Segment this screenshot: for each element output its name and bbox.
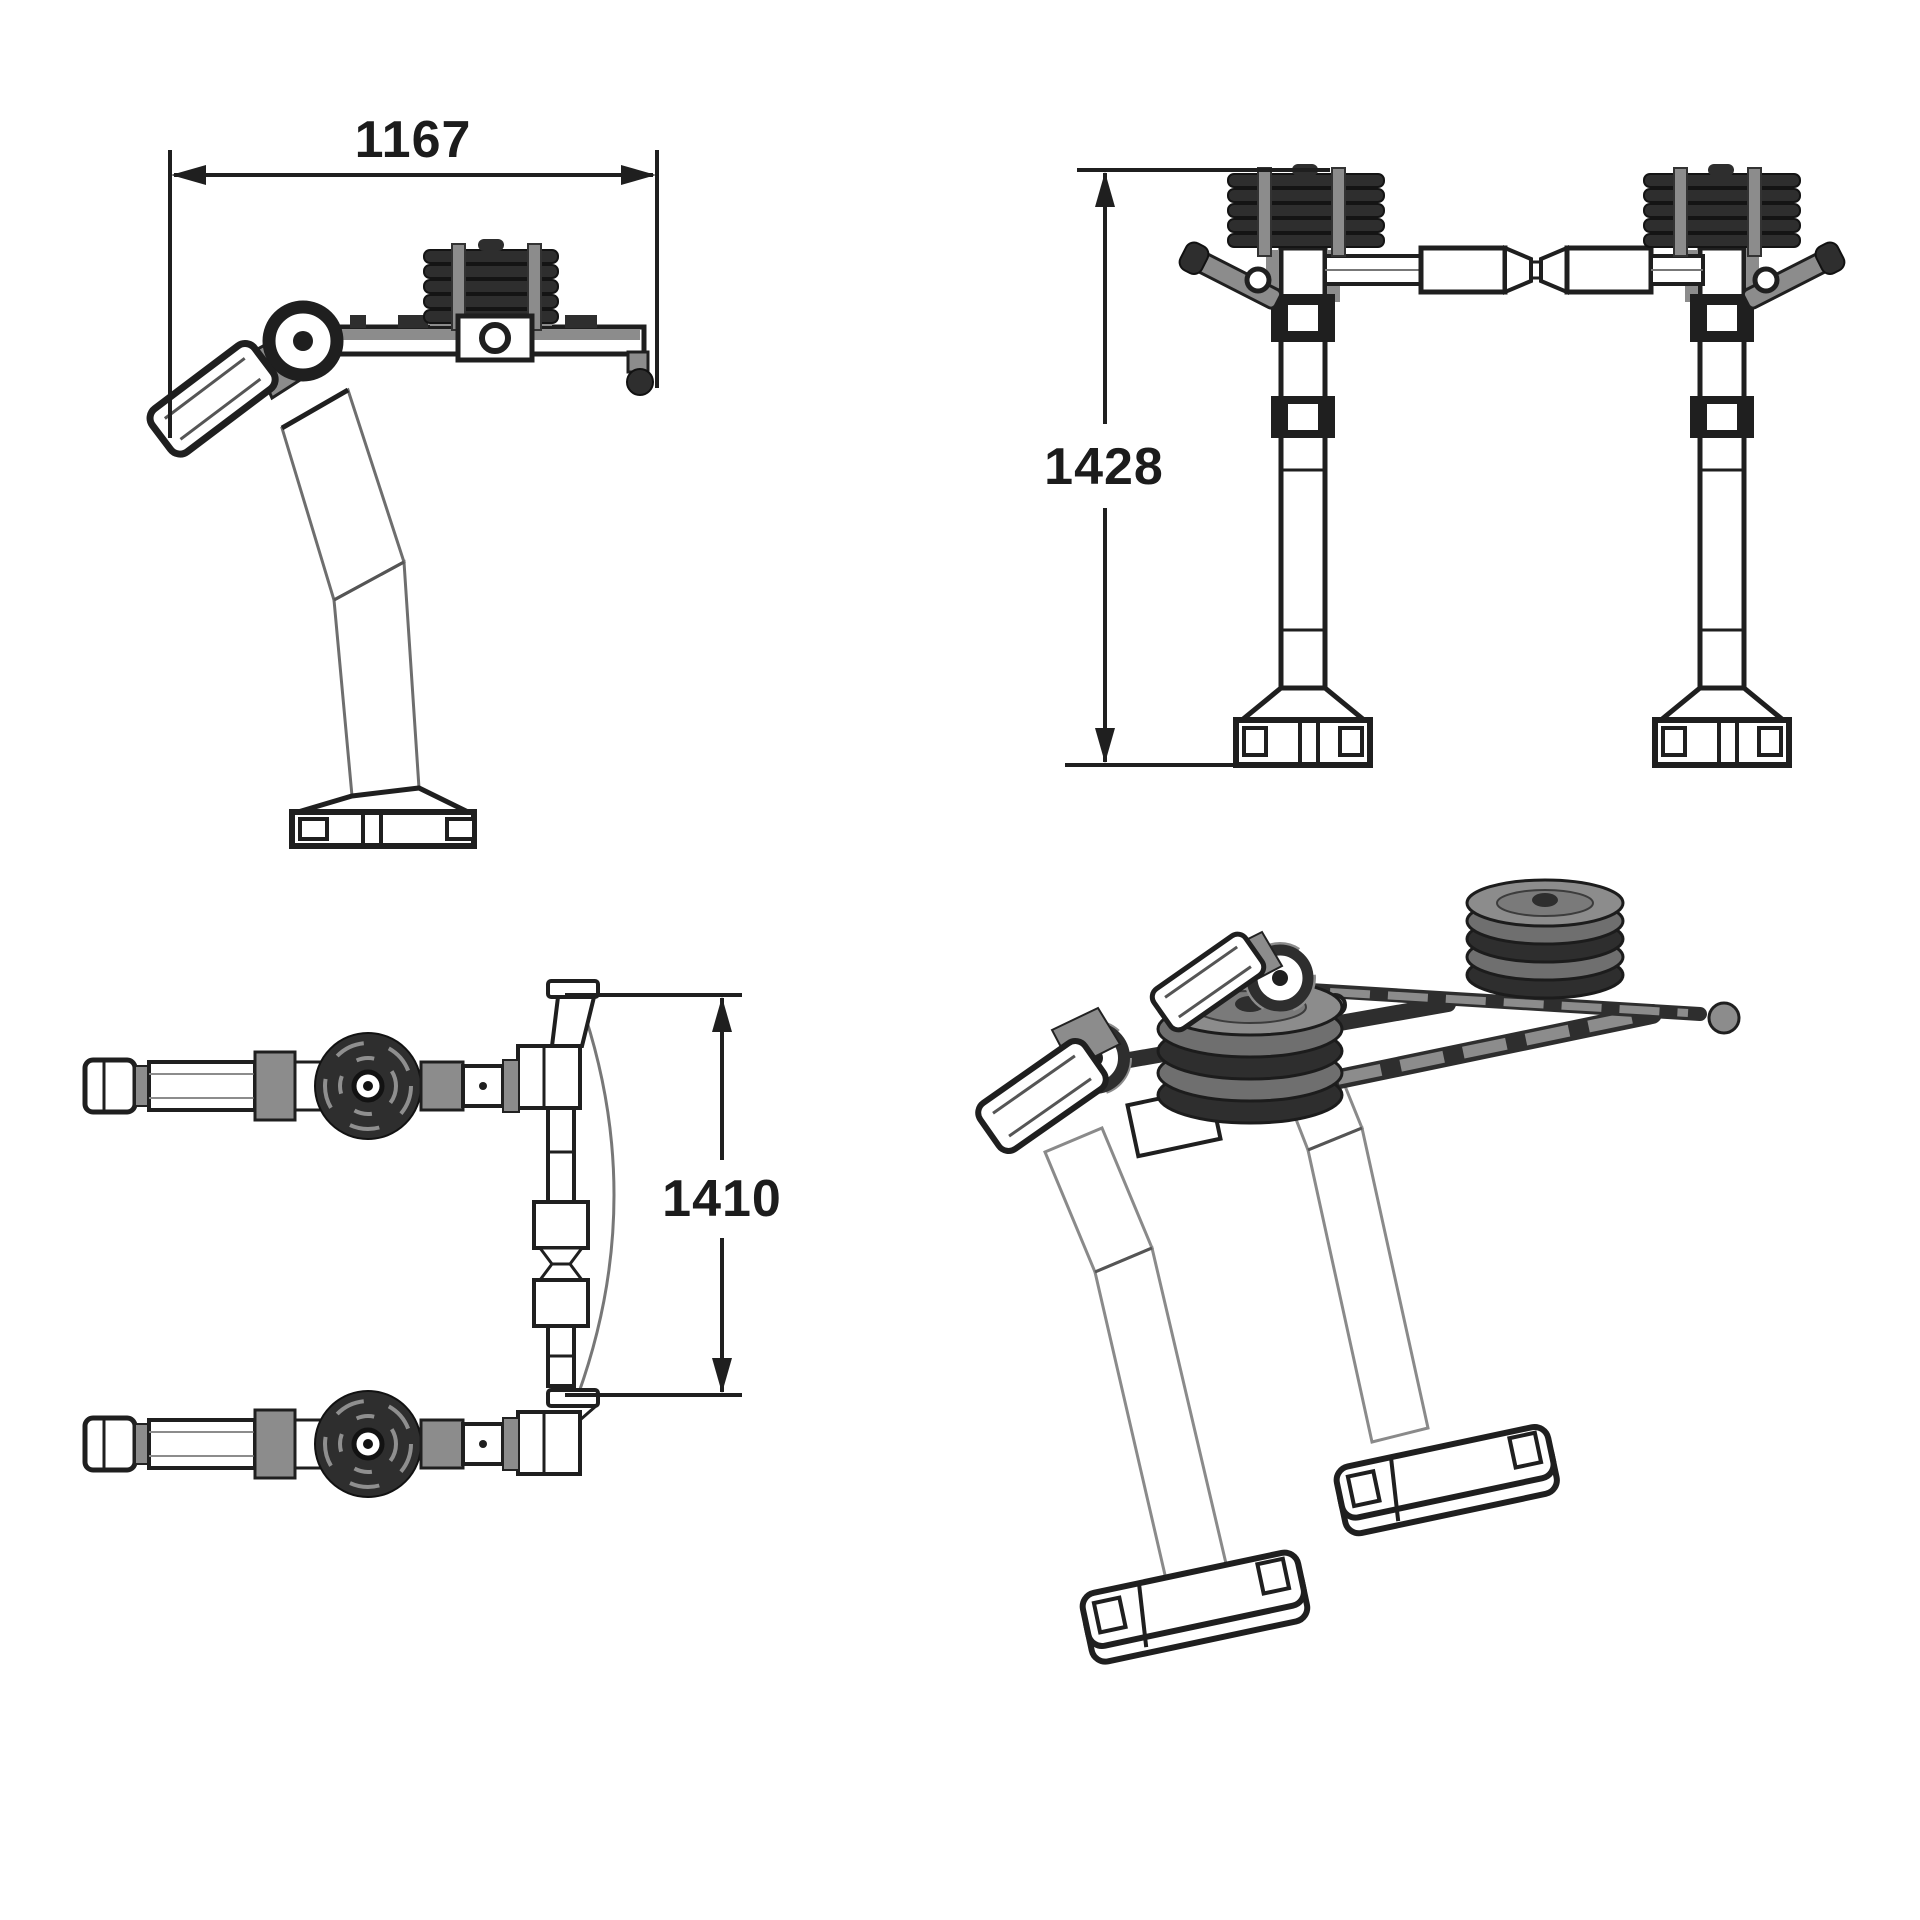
front-view-left-handle [1178,241,1283,310]
side-view: 1167 [146,111,659,849]
front-view-right-weight-stack [1643,164,1801,257]
front-dimension-text: 1428 [1044,438,1164,496]
front-view-right-base [1652,685,1792,768]
isometric-left-base [1079,1549,1311,1665]
isometric-right-weight-stack [1465,878,1625,1000]
side-view-pivot-wheel [262,300,344,382]
side-dimension-text: 1167 [355,111,472,169]
front-view-left-weight-stack [1227,164,1385,257]
side-view-handle [626,350,654,396]
top-view-arm [82,1032,520,1140]
front-view-right-post [1685,245,1759,695]
isometric-left-pad [975,1038,1109,1154]
top-dimension-text: 1410 [662,1170,782,1228]
isometric-view [975,878,1741,1665]
front-view-left-post [1266,245,1340,695]
front-view-left-base [1233,685,1373,768]
front-view-right-handle [1741,241,1846,310]
isometric-right-pad [1149,931,1267,1033]
top-view-crossbar [516,979,600,1476]
top-view-arc [576,994,616,1396]
side-view-mast [280,387,421,798]
side-view-dimension: 1167 [168,111,659,438]
front-view-dimension: 1428 [1044,168,1345,767]
isometric-left-mast [1043,1126,1230,1590]
isometric-right-base [1333,1424,1560,1537]
top-view: 1410 [82,979,782,1497]
top-view-arm-lower [85,1391,519,1497]
side-view-base [289,785,477,849]
side-view-weight-stack [423,239,559,331]
side-view-chest-pad [146,340,279,458]
top-view-dimension: 1410 [565,993,782,1397]
front-view-crossbar [1323,244,1705,296]
side-view-plate-holder [455,313,535,363]
isometric-handle-ball [1707,1001,1741,1035]
front-view: 1428 [1044,164,1846,768]
